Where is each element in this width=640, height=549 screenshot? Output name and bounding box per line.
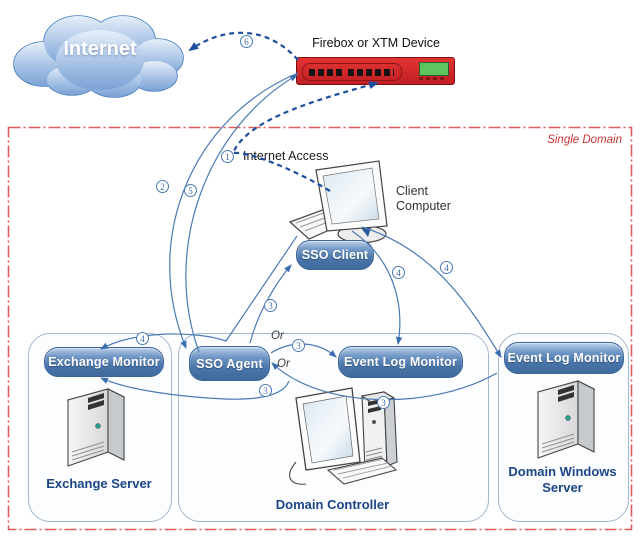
exchange-server-caption: Exchange Server [46, 476, 152, 491]
single-domain-label: Single Domain [547, 134, 622, 146]
firebox-buttons [419, 77, 447, 80]
exchange-monitor-node: Exchange Monitor [44, 347, 164, 377]
step-badge-4-elm-middle: 4 [392, 266, 405, 279]
step-badge-2: 2 [156, 180, 169, 193]
step-badge-4-exchange: 4 [136, 332, 149, 345]
domain-controller-caption: Domain Controller [275, 497, 390, 512]
or-label-top: Or [271, 330, 284, 342]
step-badge-4-elm-right: 4 [440, 261, 453, 274]
arrow-agent-to-firebox [185, 74, 298, 353]
internet-access-label: Internet Access [243, 149, 329, 163]
domain-windows-server-caption: Domain Windows Server [508, 464, 617, 495]
sso-agent-node: SSO Agent [189, 346, 270, 381]
step-badge-3-elm-middle: 3 [292, 339, 305, 352]
step-badge-3-elm-right: 3 [377, 396, 390, 409]
firebox-label: Firebox or XTM Device [312, 36, 440, 50]
step-badge-3-sso-client: 3 [264, 299, 277, 312]
event-log-monitor-node-right: Event Log Monitor [504, 342, 624, 374]
event-log-monitor-node: Event Log Monitor [338, 346, 463, 378]
step-badge-5: 5 [184, 184, 197, 197]
firebox-ports-icon [348, 69, 394, 76]
arrow-firebox-to-agent [169, 72, 299, 349]
internet-label: Internet [63, 38, 137, 60]
step-badge-1: 1 [221, 150, 234, 163]
sso-client-node: SSO Client [296, 240, 374, 270]
client-computer-label: Client Computer [396, 184, 451, 213]
step-badge-3-exchange: 3 [259, 384, 272, 397]
client-computer-icon [288, 160, 388, 244]
firebox-device-icon [296, 57, 455, 85]
or-label-bottom: Or [277, 358, 290, 370]
firebox-port-panel [302, 63, 402, 81]
step-badge-6: 6 [240, 35, 253, 48]
arrow-client-to-firebox [231, 81, 379, 192]
firebox-lcd-screen [419, 62, 449, 76]
firebox-ports-icon [309, 69, 342, 76]
